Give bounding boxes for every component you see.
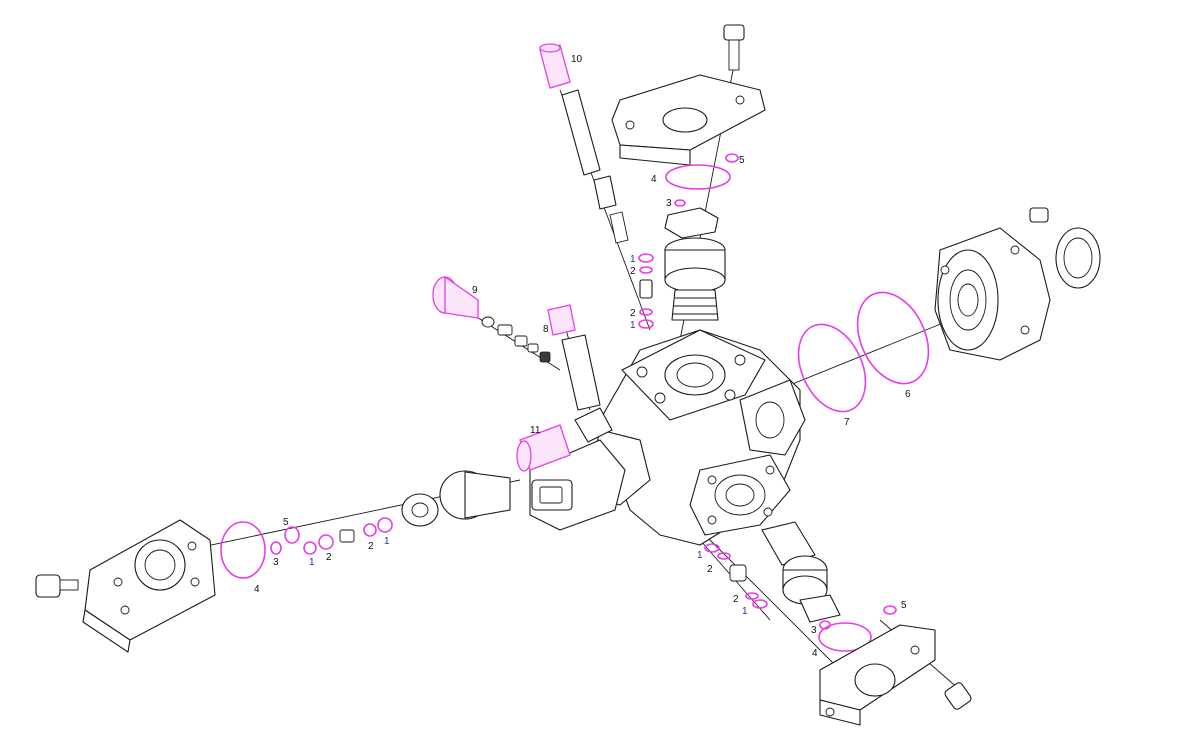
callout-2-left-b: 2 bbox=[368, 541, 374, 552]
item-11-cap bbox=[516, 424, 571, 472]
callout-1-top-b: 1 bbox=[630, 320, 636, 331]
callout-9: 9 bbox=[472, 285, 478, 296]
item-8-fitting bbox=[547, 304, 601, 411]
callout-3-bot: 3 bbox=[811, 625, 817, 636]
callout-2-left-a: 2 bbox=[326, 552, 332, 563]
callout-2-top-a: 2 bbox=[630, 266, 636, 277]
callout-1-top-a: 1 bbox=[630, 254, 636, 265]
item-10-cap bbox=[539, 43, 571, 89]
callout-2-bot-b: 2 bbox=[733, 594, 739, 605]
assembly-axes bbox=[139, 59, 1001, 701]
callout-11: 11 bbox=[530, 425, 541, 436]
bottom-seals bbox=[704, 543, 897, 652]
left-seals bbox=[220, 517, 393, 579]
bottom-valve-stack bbox=[729, 521, 841, 623]
top-cover-plate bbox=[611, 74, 766, 166]
left-valve-stack bbox=[339, 470, 511, 543]
top-valve-stack bbox=[664, 207, 726, 321]
callout-3-top: 3 bbox=[666, 198, 672, 209]
callout-3-left: 3 bbox=[273, 557, 279, 568]
callout-10: 10 bbox=[571, 54, 583, 65]
top-seals bbox=[665, 153, 739, 207]
callout-8: 8 bbox=[543, 324, 549, 335]
callout-7: 7 bbox=[844, 417, 850, 428]
callout-5-left: 5 bbox=[283, 517, 289, 528]
item-9-cap bbox=[432, 275, 479, 319]
callout-1-left-b: 1 bbox=[384, 536, 390, 547]
callout-2-top-b: 2 bbox=[630, 308, 636, 319]
right-screw bbox=[1029, 207, 1049, 223]
right-gasket-6 bbox=[856, 291, 930, 385]
top-small-seals bbox=[638, 253, 654, 329]
plunger-shaft bbox=[561, 89, 629, 244]
top-screw bbox=[723, 24, 745, 71]
pump-housing bbox=[584, 329, 806, 546]
bottom-cover-plate bbox=[819, 624, 936, 726]
drive-flange bbox=[934, 227, 1051, 361]
callout-5-bot: 5 bbox=[901, 600, 907, 611]
left-small-fittings bbox=[481, 316, 551, 363]
right-gasket-7 bbox=[797, 323, 867, 413]
callout-6: 6 bbox=[905, 389, 911, 400]
bottom-screw bbox=[944, 682, 972, 710]
callout-1-bot-a: 1 bbox=[697, 550, 703, 561]
callout-4-top: 4 bbox=[651, 174, 657, 185]
callout-4-left: 4 bbox=[254, 584, 260, 595]
left-cover-plate bbox=[82, 519, 216, 653]
callout-labels: 10 5 4 3 1 2 2 1 9 8 11 7 6 5 3 4 1 2 2 … bbox=[254, 54, 911, 659]
callout-4-bot: 4 bbox=[812, 648, 818, 659]
callout-2-bot-a: 2 bbox=[707, 564, 713, 575]
metering-unit bbox=[529, 407, 626, 531]
callout-1-bot-b: 1 bbox=[742, 606, 748, 617]
callout-1-left-a: 1 bbox=[309, 557, 315, 568]
left-screw bbox=[35, 574, 79, 598]
callout-5-top: 5 bbox=[739, 155, 745, 166]
drive-shaft-seal bbox=[1055, 227, 1101, 289]
